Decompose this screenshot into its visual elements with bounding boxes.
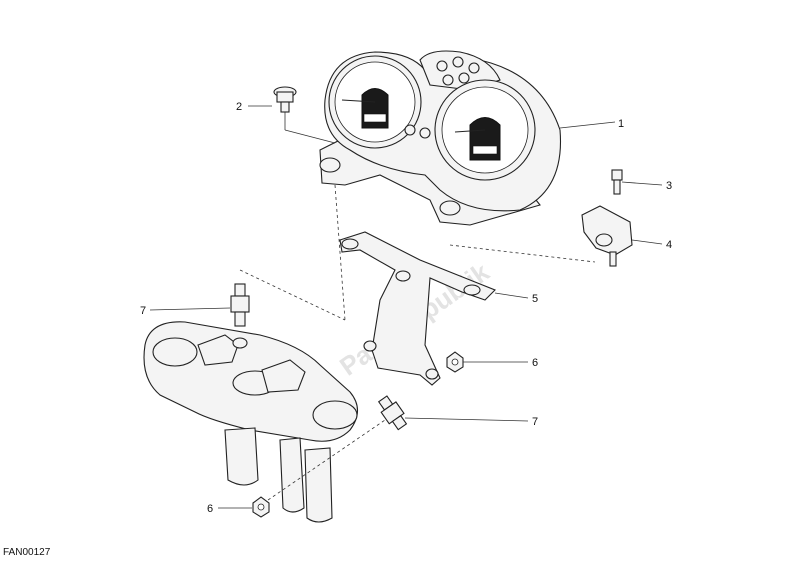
instrument-cluster	[319, 50, 562, 226]
callout-7-lower: 7	[532, 416, 538, 428]
screw-part-3	[611, 169, 623, 195]
screw-part-2	[273, 86, 297, 113]
callout-7-upper: 7	[140, 305, 146, 317]
rubber-mount-part-7-lower	[377, 395, 408, 431]
leader-lines	[149, 105, 663, 509]
callout-1: 1	[618, 118, 624, 130]
callout-3: 3	[666, 180, 672, 192]
callout-6-lower: 6	[207, 503, 213, 515]
mounting-bracket-part-5	[339, 231, 496, 386]
nut-part-6-upper	[446, 351, 464, 373]
sensor-part-4	[581, 205, 633, 267]
nut-part-6-lower	[252, 496, 270, 518]
callout-5: 5	[532, 293, 538, 305]
callout-4: 4	[666, 239, 672, 251]
rubber-mount-part-7-upper	[230, 283, 250, 327]
callout-6-upper: 6	[532, 357, 538, 369]
top-yoke	[143, 321, 359, 523]
callout-2: 2	[236, 101, 242, 113]
drawing-code: FAN00127	[3, 547, 51, 558]
